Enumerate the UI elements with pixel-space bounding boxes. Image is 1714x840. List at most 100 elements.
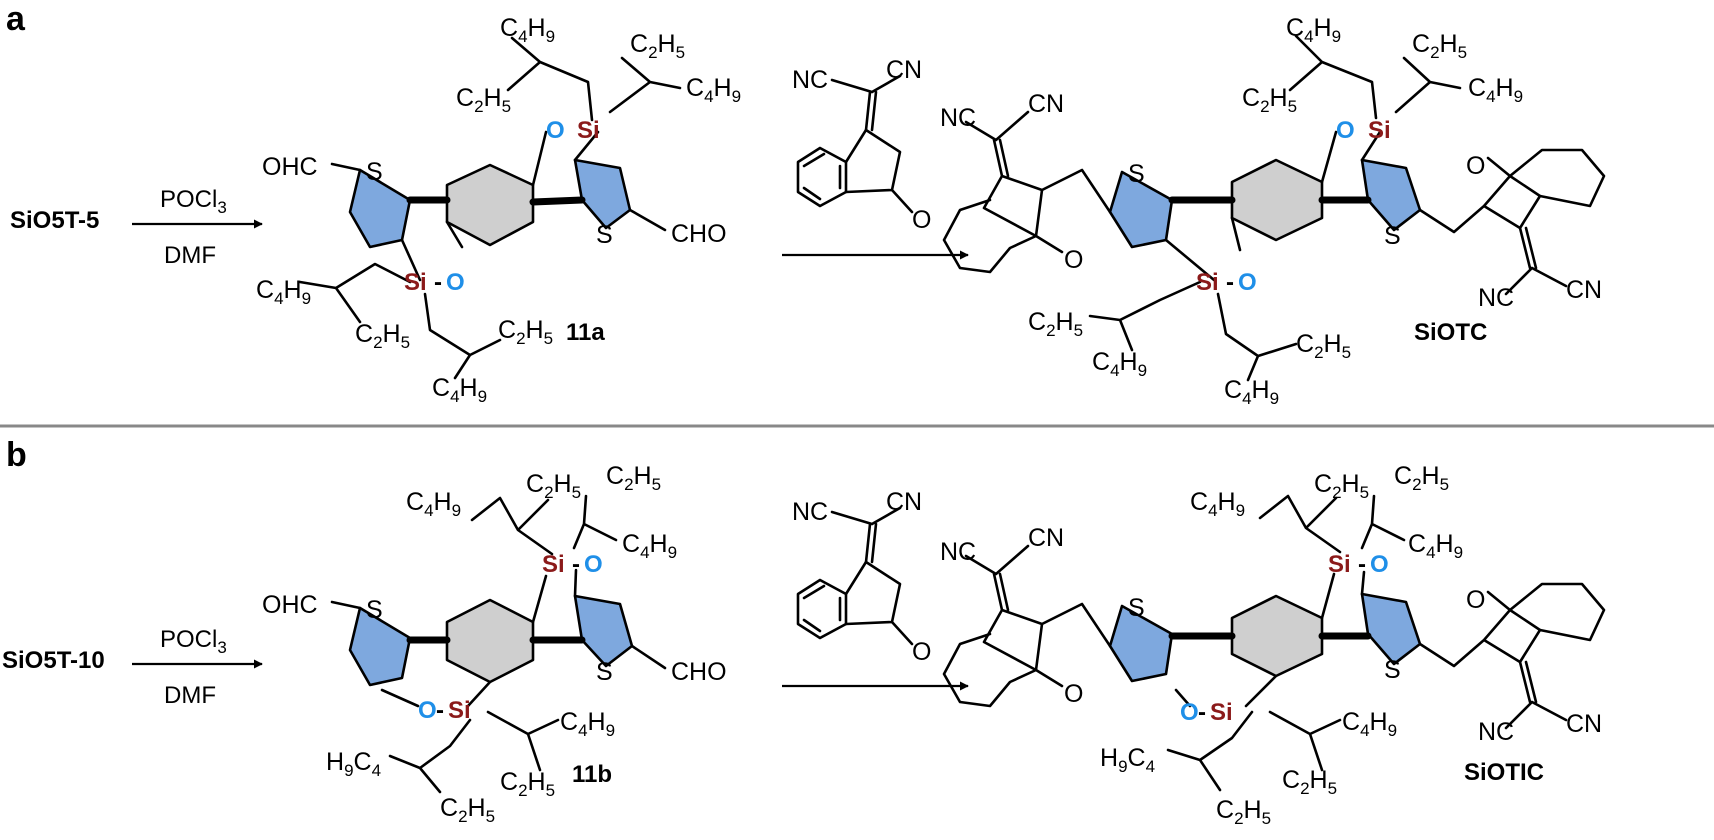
product-label-a: SiOTC <box>1414 319 1487 346</box>
nitrile-nc-reagent-b: NC <box>792 498 828 526</box>
alkyl-c2h5-pa2: C2H5 <box>1412 30 1467 62</box>
silicon-bottom-b: Si <box>448 697 471 724</box>
panel-a-label: a <box>6 0 26 38</box>
alkyl-c2h5-a1: C2H5 <box>456 84 511 116</box>
oxygen-top-b: O <box>584 551 603 578</box>
silicon-top-b: Si <box>542 551 565 578</box>
panel-b-label: b <box>6 436 27 474</box>
silicon-top-a: Si <box>577 117 600 144</box>
alkyl-c4h9-pa2: C4H9 <box>1468 74 1523 106</box>
si-o-dash-a: - <box>434 269 442 296</box>
alkyl-c2h5-a4: C2H5 <box>498 316 553 348</box>
alkyl-c2h5-a3: C2H5 <box>355 320 410 352</box>
nitrile-cn-reagent-a: CN <box>886 56 922 84</box>
aldehyde-ohc-left-b: OHC <box>262 591 318 619</box>
molecule-11a: OHC CHO S S O Si Si - O C4H9 C2H5 C2H5 C… <box>256 14 741 406</box>
thiophene-sulfur-left-prod-a: S <box>1128 160 1145 188</box>
alkyl-c4h9-pa4: C4H9 <box>1224 376 1279 408</box>
nitrile-nc-left-prod-a: NC <box>940 104 976 132</box>
silicon-bottom-prod-b: Si <box>1210 699 1233 726</box>
molecule-siotc: CN NC O O NC CN S S O Si Si - O C4H9 C2H… <box>940 14 1606 408</box>
aldehyde-ohc-left-a: OHC <box>262 153 318 181</box>
reagent-dmf-a: DMF <box>164 242 216 269</box>
starting-material-a: SiO5T-5 <box>10 207 99 234</box>
nitrile-cn-right-prod-b: CN <box>1566 710 1602 738</box>
alkyl-c4h9-a3: C4H9 <box>256 276 311 308</box>
thiophene-sulfur-left-b: S <box>366 596 383 624</box>
nitrile-cn-left-prod-a: CN <box>1028 90 1064 118</box>
si-o-dash-top-b: - <box>572 551 580 578</box>
alkyl-c4h9-pb2: C4H9 <box>1408 530 1463 562</box>
oxygen-bottom-prod-b: O <box>1180 699 1199 726</box>
oxygen-bottom-b: O <box>418 697 437 724</box>
silicon-top-prod-a: Si <box>1368 117 1391 144</box>
alkyl-h9c4-pb4: H9C4 <box>1100 744 1155 776</box>
alkyl-c2h5-a2: C2H5 <box>630 30 685 62</box>
alkyl-c2h5-b2: C2H5 <box>606 462 661 494</box>
intermediate-label-b: 11b <box>572 761 612 788</box>
reagent-pocl3-b: POCl3 <box>160 626 227 657</box>
nitrile-cn-left-prod-b: CN <box>1028 524 1064 552</box>
nitrile-nc-right-prod-b: NC <box>1478 718 1514 746</box>
alkyl-c4h9-a2: C4H9 <box>686 74 741 106</box>
alkyl-h9c4-b4: H9C4 <box>326 748 381 780</box>
reagent-pocl3-a: POCl3 <box>160 186 227 217</box>
si-o-dash-top-prod-b: - <box>1358 551 1366 578</box>
oxygen-bottom-prod-a: O <box>1238 269 1257 296</box>
si-o-dash-prod-a: - <box>1226 269 1234 296</box>
aldehyde-cho-right-b: CHO <box>671 658 727 686</box>
alkyl-c4h9-a4: C4H9 <box>432 374 487 406</box>
alkyl-c4h9-b2: C4H9 <box>622 530 677 562</box>
nitrile-nc-reagent-a: NC <box>792 66 828 94</box>
alkyl-c4h9-pa3: C4H9 <box>1092 348 1147 380</box>
alkyl-c4h9-pb3: C4H9 <box>1342 708 1397 740</box>
nitrile-nc-right-prod-a: NC <box>1478 284 1514 312</box>
alkyl-c2h5-pb3: C2H5 <box>1282 766 1337 798</box>
alkyl-c4h9-b1: C4H9 <box>406 488 461 520</box>
silicon-top-prod-b: Si <box>1328 551 1351 578</box>
reagent-dmf-b: DMF <box>164 682 216 709</box>
starting-material-b: SiO5T-10 <box>2 647 105 674</box>
thiophene-sulfur-right-a: S <box>596 221 613 249</box>
alkyl-c2h5-pa4: C2H5 <box>1296 330 1351 362</box>
nitrile-cn-right-prod-a: CN <box>1566 276 1602 304</box>
si-o-dash-bottom-prod-b: - <box>1198 699 1206 726</box>
alkyl-c2h5-pa1: C2H5 <box>1242 84 1297 116</box>
intermediate-label-a: 11a <box>566 319 605 346</box>
alkyl-c4h9-b3: C4H9 <box>560 708 615 740</box>
alkyl-c2h5-pb4: C2H5 <box>1216 796 1271 828</box>
thiophene-sulfur-right-prod-b: S <box>1384 656 1401 684</box>
oxygen-top-prod-a: O <box>1336 117 1355 144</box>
thiophene-sulfur-right-b: S <box>596 658 613 686</box>
nitrile-nc-left-prod-b: NC <box>940 538 976 566</box>
thiophene-sulfur-left-prod-b: S <box>1128 594 1145 622</box>
carbonyl-o-reagent-a: O <box>912 206 931 234</box>
alkyl-c4h9-a1: C4H9 <box>500 14 555 46</box>
product-label-b: SiOTIC <box>1464 759 1544 786</box>
carbonyl-o-right-prod-b: O <box>1466 586 1485 614</box>
molecule-11b: OHC CHO S S Si - O O - Si C4H9 C2H5 C2H5… <box>262 462 727 826</box>
alkyl-c4h9-pb1: C4H9 <box>1190 488 1245 520</box>
oxygen-top-prod-b: O <box>1370 551 1389 578</box>
nitrile-cn-reagent-b: CN <box>886 488 922 516</box>
carbonyl-o-reagent-b: O <box>912 638 931 666</box>
alkyl-c2h5-b4: C2H5 <box>440 794 495 826</box>
alkyl-c2h5-pb2: C2H5 <box>1394 462 1449 494</box>
carbonyl-o-right-prod-a: O <box>1466 152 1485 180</box>
si-o-dash-bottom-b: - <box>436 697 444 724</box>
alkyl-c2h5-b1: C2H5 <box>526 470 581 502</box>
oxygen-bottom-a: O <box>446 269 465 296</box>
carbonyl-o-left-prod-a: O <box>1064 246 1083 274</box>
reagent-indanone-malononitrile-b: NC CN O <box>792 488 931 666</box>
molecule-siotic: CN NC O O NC CN S S Si - O O - Si C4H9 C… <box>940 462 1606 828</box>
alkyl-c2h5-pb1: C2H5 <box>1314 470 1369 502</box>
alkyl-c2h5-b3: C2H5 <box>500 768 555 800</box>
thiophene-sulfur-left-a: S <box>366 158 383 186</box>
oxygen-top-a: O <box>546 117 565 144</box>
alkyl-c2h5-pa3: C2H5 <box>1028 308 1083 340</box>
alkyl-c4h9-pa1: C4H9 <box>1286 14 1341 46</box>
thiophene-sulfur-right-prod-a: S <box>1384 222 1401 250</box>
aldehyde-cho-right-a: CHO <box>671 220 727 248</box>
silicon-bottom-a: Si <box>404 269 427 296</box>
